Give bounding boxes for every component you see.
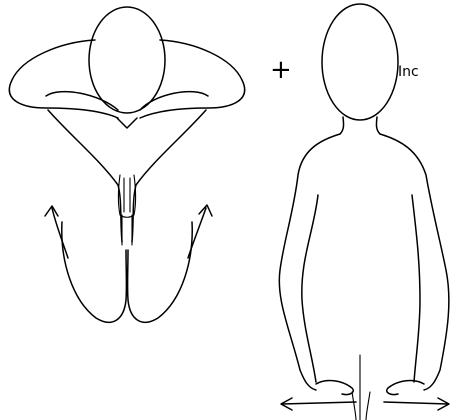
left-figure-inner-arms bbox=[46, 92, 208, 110]
standing-figure-icon bbox=[279, 4, 449, 420]
left-figure-legs bbox=[62, 222, 192, 322]
plus-sign: + bbox=[270, 55, 292, 85]
seated-figure-icon bbox=[9, 7, 244, 322]
right-figure-right-arm bbox=[380, 134, 449, 390]
right-figure-left-hand bbox=[316, 381, 353, 395]
right-figure-legs bbox=[352, 355, 370, 420]
left-figure-body-right bbox=[132, 110, 206, 242]
left-arrow-icon bbox=[45, 206, 68, 258]
right-figure-right-torso bbox=[412, 195, 420, 382]
left-figure-body-left bbox=[48, 110, 122, 242]
left-horizontal-arrow-icon bbox=[281, 398, 356, 410]
figure-label: Inc bbox=[398, 64, 419, 80]
left-figure-outer-arms bbox=[9, 40, 244, 118]
left-figure-neck bbox=[117, 118, 137, 128]
right-figure-left-torso bbox=[302, 195, 318, 382]
right-figure-head bbox=[322, 4, 398, 120]
right-horizontal-arrow-icon bbox=[384, 398, 449, 410]
right-figure-right-hand bbox=[387, 381, 424, 395]
left-figure-head bbox=[89, 7, 165, 113]
